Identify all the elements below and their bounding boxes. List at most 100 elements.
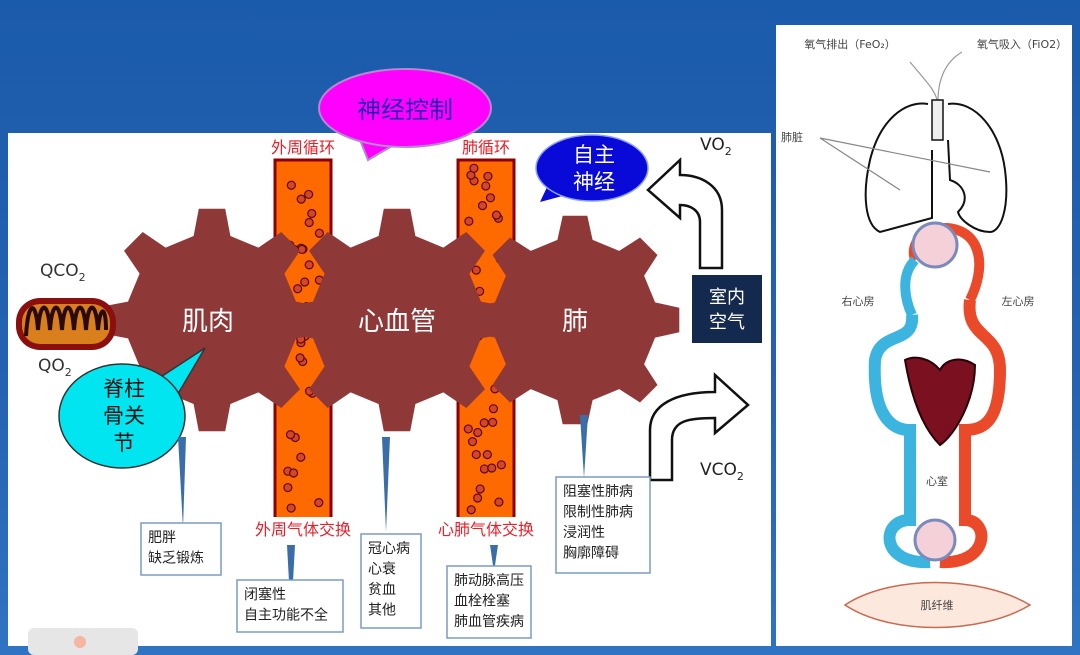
condition-text: 阻塞性肺病	[563, 483, 633, 500]
blood-cell	[469, 163, 479, 173]
blood-cell	[314, 228, 325, 238]
blood-cell	[296, 194, 306, 204]
blood-cell	[482, 450, 492, 460]
blood-cell	[491, 210, 502, 220]
muscle-fiber-label: 肌纤维	[921, 599, 954, 612]
anatomy-illustration	[819, 51, 1032, 629]
vco2-arrow-icon	[648, 372, 750, 482]
exhale-label: 氧气排出（FeO₂）	[804, 37, 896, 51]
blood-cell	[473, 493, 483, 503]
blood-cell	[293, 284, 303, 294]
lungs-label: 肺脏	[781, 131, 803, 144]
blood-cell	[488, 417, 498, 427]
vo2-arrow-icon	[646, 157, 724, 270]
neural-control-bubble	[318, 68, 492, 148]
condition-box-peripheral	[236, 579, 344, 633]
blood-cell	[307, 208, 317, 219]
blood-cell	[475, 484, 485, 494]
blood-cell	[477, 201, 488, 211]
condition-text: 闭塞性	[244, 586, 286, 603]
blood-cell	[483, 171, 493, 181]
blood-cell	[481, 181, 491, 191]
pointers	[178, 415, 588, 618]
blood-cell	[304, 189, 314, 200]
vo2-label: VO2	[700, 135, 732, 158]
ventricle-label: 心室	[926, 474, 948, 488]
gear-cardio	[285, 208, 509, 432]
vco2-label: VCO2	[700, 460, 744, 483]
condition-text: 缺乏锻炼	[148, 551, 204, 567]
spine-text-3: 节	[114, 431, 135, 455]
condition-box-muscle	[140, 522, 222, 576]
neural-control-text: 神经控制	[357, 96, 453, 124]
condition-text: 其他	[368, 603, 396, 619]
condition-text: 肥胖	[148, 530, 176, 546]
condition-box-lung	[555, 476, 651, 574]
cardiopulmonary-gas-exchange-label: 心肺气体交换	[438, 520, 534, 539]
blood-cell	[494, 497, 504, 507]
autonomic-nerve-bubble	[535, 134, 649, 202]
condition-text: 血栓栓塞	[454, 593, 510, 610]
blood-cell	[304, 217, 314, 228]
mitochondrion-icon	[16, 298, 116, 350]
label-bg	[245, 517, 361, 539]
gear-lung-label: 肺	[562, 307, 588, 337]
pulmonary-circulation-label: 肺循环	[462, 138, 510, 157]
blood-cell	[304, 260, 314, 270]
condition-text: 心衰	[368, 561, 396, 578]
blood-cell	[286, 503, 296, 513]
condition-text: 冠心病	[368, 541, 410, 557]
blood-cell	[283, 482, 293, 493]
condition-text: 自主功能不全	[244, 607, 328, 624]
autonomic-text-2: 神经	[573, 170, 615, 194]
condition-box-cardio	[360, 533, 422, 629]
autonomic-text-1: 自主	[573, 143, 615, 167]
condition-text: 贫血	[368, 582, 396, 598]
blood-cell	[488, 404, 499, 414]
blood-cell	[297, 244, 307, 255]
blood-cell	[487, 463, 497, 473]
spine-joint-bubble	[58, 363, 186, 469]
right-atrium-label: 右心房	[842, 294, 875, 308]
condition-text: 限制性肺病	[563, 505, 633, 521]
blood-cell	[467, 437, 478, 447]
blood-cell	[300, 277, 310, 287]
blood-cell	[285, 430, 296, 440]
condition-text: 肺血管疾病	[454, 614, 524, 630]
spine-text-1: 脊柱	[103, 377, 145, 401]
left-atrium-label: 左心房	[1002, 295, 1035, 308]
blood-cell	[314, 498, 324, 508]
condition-text: 肺动脉高压	[454, 572, 524, 589]
blood-cell	[485, 193, 496, 203]
condition-text: 浸润性	[563, 525, 605, 541]
room-air-text-2: 空气	[709, 312, 745, 333]
room-air-text-1: 室内	[709, 287, 745, 308]
gear-cardio-label: 心血管	[358, 307, 436, 337]
blood-cell	[296, 452, 306, 462]
media-dot-icon	[74, 636, 86, 648]
blood-cell	[473, 427, 483, 438]
inhale-label: 氧气吸入（FiO2）	[977, 37, 1067, 51]
blood-cell	[295, 353, 305, 363]
room-air-box	[692, 275, 762, 343]
spine-text-2: 骨关	[103, 404, 145, 428]
label-bg	[428, 517, 544, 539]
qco2-label: QCO2	[40, 261, 86, 284]
peripheral-circulation-label: 外周循环	[271, 138, 335, 157]
blood-cell	[464, 216, 474, 226]
blood-cell	[471, 265, 481, 275]
condition-box-pulmonary	[446, 565, 532, 639]
blood-cell	[471, 449, 481, 460]
blood-cell	[466, 505, 476, 515]
qo2-label: QO2	[38, 356, 72, 379]
condition-text: 胸廓障碍	[563, 545, 619, 562]
blood-cell	[288, 468, 299, 478]
gear-lung	[470, 215, 680, 425]
peripheral-gas-exchange-label: 外周气体交换	[255, 520, 351, 539]
blood-cell	[286, 180, 296, 190]
blood-cell	[479, 464, 490, 474]
blood-cell	[479, 418, 489, 428]
gear-muscle-label: 肌肉	[182, 307, 234, 337]
blood-cell	[463, 424, 473, 434]
